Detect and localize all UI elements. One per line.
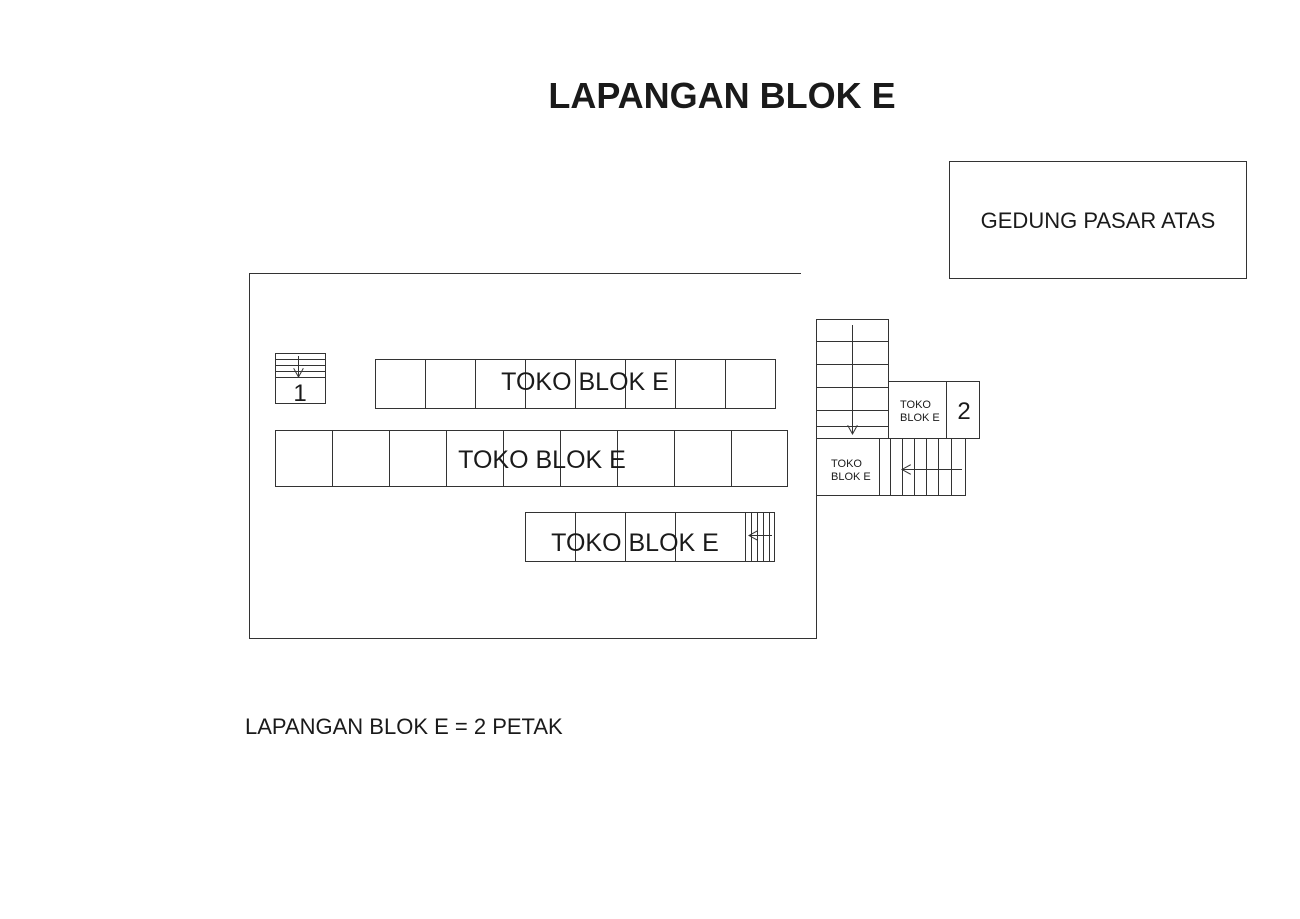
shop-small-2-label-line1: TOKO xyxy=(900,399,931,411)
building-gedung-pasar-atas: GEDUNG PASAR ATAS xyxy=(949,161,1247,279)
stair-2-number: 2 xyxy=(957,398,970,425)
shop-small-lower-label-line1: TOKO xyxy=(831,458,862,470)
shop-row-3: TOKO BLOK E xyxy=(525,512,775,562)
page-title: LAPANGAN BLOK E xyxy=(548,75,895,116)
shop-small-lower-label-line2: BLOK E xyxy=(831,471,871,483)
shop-row-1: TOKO BLOK E xyxy=(375,359,776,409)
footer-note: LAPANGAN BLOK E = 2 PETAK xyxy=(245,714,563,739)
shop-small-2: TOKO BLOK E 2 xyxy=(888,381,980,439)
shop-row-2: TOKO BLOK E xyxy=(275,430,788,487)
stair-1: 1 xyxy=(275,353,326,407)
field-boundary xyxy=(249,273,817,639)
shop-row-2-label: TOKO BLOK E xyxy=(458,446,626,474)
shop-row-1-label: TOKO BLOK E xyxy=(501,368,669,396)
shop-small-2-label-line2: BLOK E xyxy=(900,412,940,424)
stair-1-number: 1 xyxy=(293,380,306,407)
shop-row-3-label: TOKO BLOK E xyxy=(551,529,719,557)
building-label: GEDUNG PASAR ATAS xyxy=(981,208,1216,233)
shop-small-lower: TOKO BLOK E xyxy=(816,438,966,496)
stair-2 xyxy=(816,319,889,439)
